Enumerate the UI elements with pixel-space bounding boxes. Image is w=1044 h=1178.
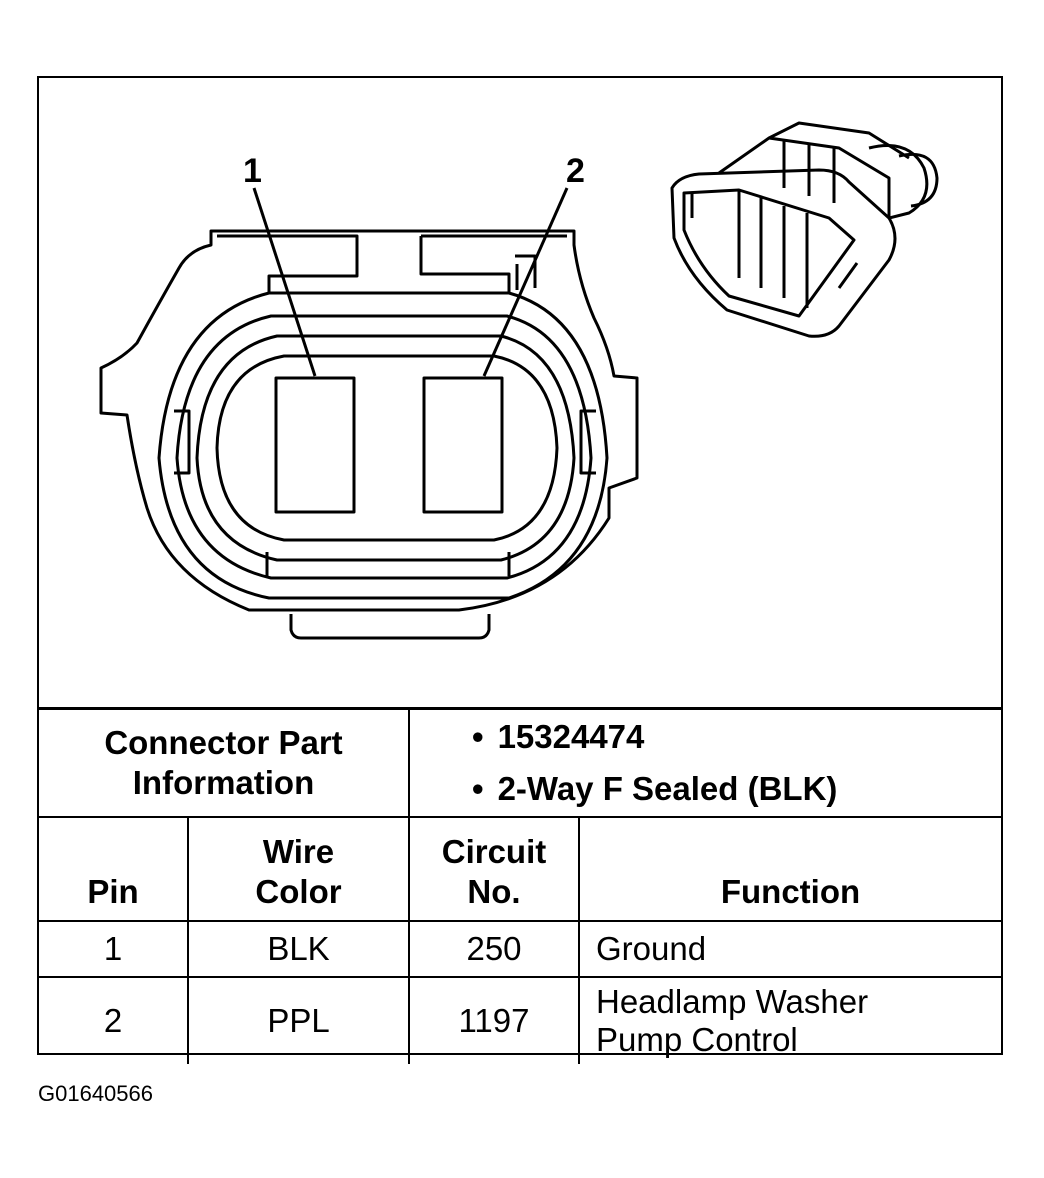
connector-diagram: 1 2 bbox=[99, 121, 939, 640]
part-description: 2-Way F Sealed (BLK) bbox=[472, 763, 1001, 815]
cell-circuit: 1197 bbox=[408, 976, 580, 1064]
connector-isometric-view bbox=[670, 121, 939, 338]
rib-right bbox=[579, 409, 596, 475]
connector-part-label-line1: Connector Part bbox=[104, 724, 343, 761]
terminal-1 bbox=[274, 376, 356, 514]
cell-pin: 1 bbox=[39, 920, 189, 978]
connector-part-label: Connector Part Information bbox=[39, 707, 410, 818]
header-circuit-no: Circuit No. bbox=[408, 816, 580, 922]
connector-part-label-line2: Information bbox=[132, 764, 315, 801]
pin-label-2: 2 bbox=[566, 152, 585, 190]
connector-bottom-tab bbox=[289, 614, 491, 640]
latch-detail bbox=[515, 254, 537, 290]
figure-code: G01640566 bbox=[38, 1081, 153, 1106]
seal-ring-outer bbox=[157, 291, 609, 600]
header-pin: Pin bbox=[39, 816, 189, 922]
leader-line-2 bbox=[482, 187, 569, 377]
header-function: Function bbox=[578, 816, 1001, 922]
rib-left bbox=[174, 409, 191, 475]
leader-line-1 bbox=[252, 187, 317, 377]
connector-part-details: 15324474 2-Way F Sealed (BLK) bbox=[408, 707, 1001, 818]
connector-outer-housing bbox=[99, 229, 639, 612]
seal-ring-middle bbox=[175, 314, 593, 580]
part-number: 15324474 bbox=[472, 711, 1001, 763]
cell-circuit: 250 bbox=[408, 920, 580, 978]
cell-function: Headlamp Washer Pump Control bbox=[578, 976, 1001, 1064]
latch-left bbox=[217, 234, 359, 293]
cell-pin: 2 bbox=[39, 976, 189, 1064]
connector-table: Connector Part Information 15324474 2-Wa… bbox=[39, 707, 1001, 1064]
terminal-2 bbox=[422, 376, 504, 514]
header-wire-color: Wire Color bbox=[187, 816, 410, 922]
table-row: 2 PPL 1197 Headlamp Washer Pump Control bbox=[39, 976, 1001, 1064]
cell-function: Ground bbox=[578, 920, 1001, 978]
cell-wire-color: PPL bbox=[187, 976, 410, 1064]
rib-bottom bbox=[265, 552, 511, 576]
seal-ring-inner bbox=[195, 334, 576, 562]
latch-right bbox=[419, 234, 567, 293]
pin-label-1: 1 bbox=[243, 152, 262, 190]
table-row: 1 BLK 250 Ground bbox=[39, 920, 1001, 978]
cell-wire-color: BLK bbox=[187, 920, 410, 978]
cavity bbox=[215, 354, 559, 542]
figure-frame: 1 2 Connector Part Information bbox=[37, 76, 1003, 1064]
